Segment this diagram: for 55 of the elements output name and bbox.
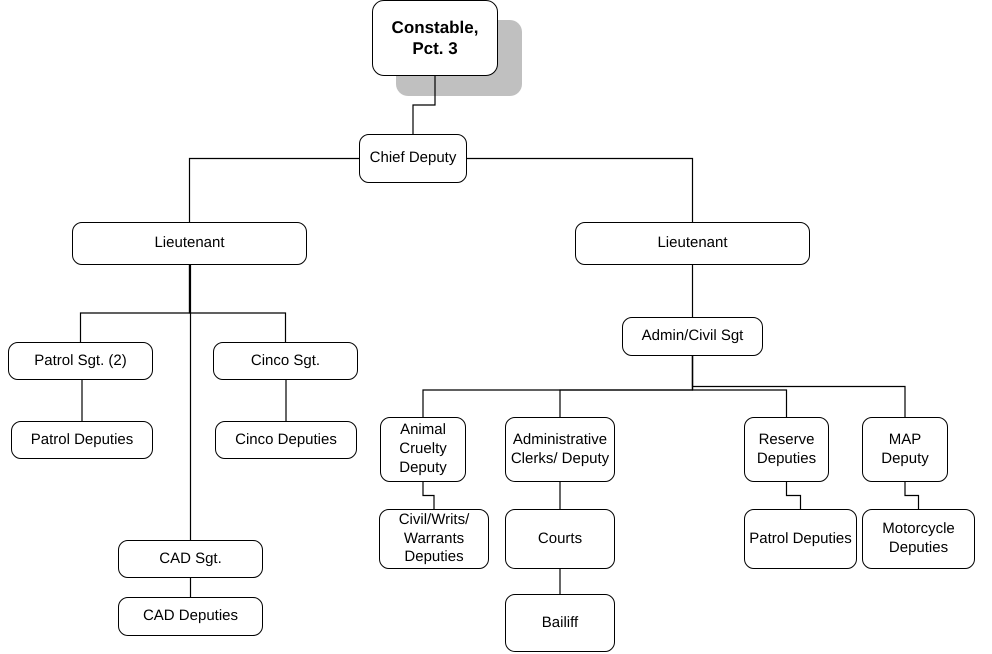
role-box (744, 509, 857, 569)
role-label: Bailiff (542, 614, 578, 632)
connector-line (285, 380, 287, 421)
role-label: Civil/Writs/ Warrants Deputies (398, 510, 470, 568)
role-box (11, 421, 153, 459)
role-label: Motorcycle Deputies (881, 520, 956, 558)
role-label: Constable, Pct. 3 (390, 16, 480, 60)
role-box (118, 597, 263, 636)
role-box (744, 417, 829, 482)
connector-line (188, 265, 286, 342)
connector-line (188, 158, 359, 222)
connector-line (692, 356, 906, 417)
connector-line (786, 482, 802, 509)
role-label: CAD Deputies (142, 607, 238, 626)
role-label: Administrative Clerks/ Deputy (510, 430, 610, 468)
role-box (379, 509, 489, 569)
role-box (215, 421, 357, 459)
role-label: Patrol Sgt. (2) (34, 352, 127, 370)
role-label: MAP Deputy (880, 430, 930, 468)
role-label: Patrol Deputies (749, 530, 852, 548)
role-label: Patrol Deputies (30, 430, 134, 450)
role-box (505, 594, 615, 652)
connector-line (412, 76, 436, 134)
role-label: Animal Cruelty Deputy (398, 421, 448, 478)
role-box (862, 509, 975, 569)
role-box (213, 342, 358, 380)
role-box (380, 417, 466, 482)
role-label: Reserve Deputies (756, 430, 818, 468)
role-box (359, 134, 467, 183)
connector-line (559, 569, 561, 594)
role-label: Cinco Deputies (235, 430, 337, 450)
role-box (862, 417, 948, 482)
role-label: Chief Deputy (370, 149, 456, 168)
role-box (622, 317, 763, 356)
connector-line (559, 482, 561, 509)
role-box (575, 222, 810, 265)
title-box (372, 0, 498, 76)
role-label: Lieutenant (154, 234, 225, 253)
connector-line (467, 158, 694, 222)
role-label: Cinco Sgt. (250, 352, 320, 370)
role-label: CAD Sgt. (159, 550, 222, 568)
role-label: Admin/Civil Sgt (642, 327, 744, 346)
connector-line (904, 482, 920, 509)
connector-line (190, 265, 192, 540)
connector-line (81, 380, 83, 421)
role-box (505, 417, 615, 482)
role-label: Courts (538, 530, 582, 548)
role-box (505, 509, 615, 569)
role-label: Lieutenant (657, 234, 728, 253)
role-box (72, 222, 307, 265)
connector-line (190, 578, 192, 597)
connector-line (422, 482, 435, 509)
connector-line (692, 265, 694, 317)
role-box (118, 540, 263, 578)
role-box (8, 342, 153, 380)
